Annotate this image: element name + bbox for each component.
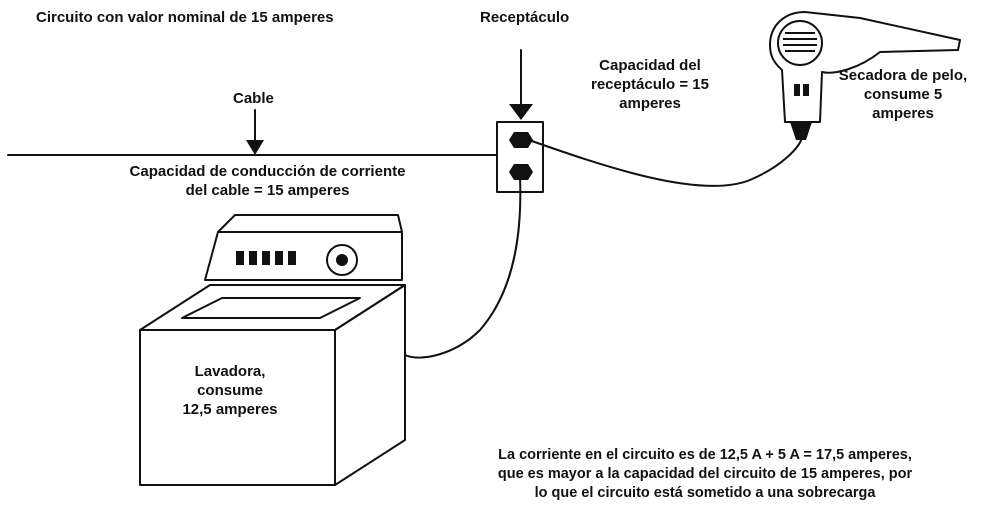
cable-capacity-label: Capacidad de conducción de corriente del… (80, 162, 455, 200)
receptacle-capacity-line-2: receptáculo = 15 (591, 76, 709, 93)
cable-label: Cable (233, 90, 274, 107)
receptacle-capacity-line-1: Capacidad del (599, 57, 701, 74)
cable-capacity-line-2: del cable = 15 amperes (185, 182, 350, 199)
washer (139, 214, 406, 486)
dryer-switch-left (794, 84, 800, 96)
washer-dial-center (336, 254, 348, 266)
washer-line-2: consume (197, 382, 263, 399)
washer-button-3 (262, 251, 270, 265)
washer-button-1 (236, 251, 244, 265)
receptacle-outlet-bottom-icon (509, 164, 533, 180)
washer-dial-icon (326, 244, 358, 276)
receptacle-capacity-line-3: amperes (619, 95, 681, 112)
conclusion-line-3: lo que el circuito está sometido a una s… (534, 485, 876, 501)
washer-button-2 (249, 251, 257, 265)
receptacle-capacity-label: Capacidad del receptáculo = 15 amperes (575, 56, 725, 113)
washer-label: Lavadora, consume 12,5 amperes (160, 362, 300, 419)
receptacle-label: Receptáculo (480, 9, 570, 26)
hair-dryer-line-2: consume 5 (863, 86, 943, 103)
conclusion-line-1: La corriente en el circuito es de 12,5 A… (498, 447, 912, 463)
dryer-grille (783, 32, 817, 52)
receptacle-outlet-top-icon (509, 132, 533, 148)
hair-dryer-line-1: Secadora de pelo, (838, 67, 968, 84)
receptacle-arrowhead (509, 104, 533, 120)
dryer-cord (528, 139, 802, 187)
hair-dryer-icon (769, 11, 961, 123)
washer-line-1: Lavadora, (194, 363, 266, 380)
cable-arrowhead (246, 140, 264, 155)
cable-capacity-line-1: Capacidad de conducción de corriente (129, 163, 406, 180)
washer-button-5 (288, 251, 296, 265)
washer-cord (404, 177, 522, 359)
dryer-plug (790, 122, 812, 140)
hair-dryer-label: Secadora de pelo, consume 5 amperes (828, 66, 978, 123)
dryer-switch-right (803, 84, 809, 96)
washer-line-3: 12,5 amperes (182, 401, 278, 418)
conclusion-text: La corriente en el circuito es de 12,5 A… (420, 446, 990, 503)
circuit-rating-label: Circuito con valor nominal de 15 amperes (36, 9, 334, 26)
conclusion-line-2: que es mayor a la capacidad del circuito… (497, 466, 913, 482)
washer-button-4 (275, 251, 283, 265)
hair-dryer-line-3: amperes (872, 105, 934, 122)
